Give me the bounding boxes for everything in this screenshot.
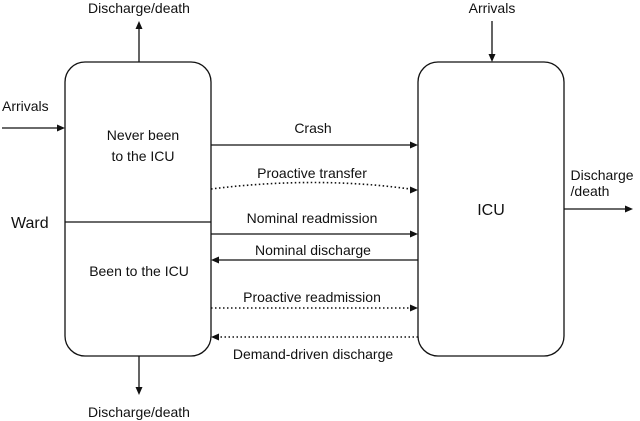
crash-arrowhead	[410, 141, 418, 149]
ward-lower-label: Been to the ICU	[89, 263, 189, 279]
ward-top-exit-label: Discharge/death	[88, 0, 190, 16]
icu-label: ICU	[477, 202, 505, 219]
ward-upper-label-line2: to the ICU	[111, 148, 174, 164]
ward-upper-label-line1: Never been	[107, 127, 179, 143]
ward-arrivals-arrowhead	[57, 124, 65, 132]
nominal-discharge-arrowhead	[211, 256, 219, 264]
ward-bottom-exit-label: Discharge/death	[88, 404, 190, 420]
demand-driven-discharge-label: Demand-driven discharge	[233, 346, 394, 362]
ward-bottom-exit-arrowhead	[135, 387, 143, 395]
demand-driven-discharge-arrowhead	[211, 333, 219, 341]
icu-exit-label-line1: Discharge	[570, 167, 633, 183]
proactive-transfer-arrow	[210, 181, 411, 190]
nominal-readmission-label: Nominal readmission	[247, 210, 378, 226]
ward-box	[64, 61, 212, 357]
icu-exit-label-line2: /death	[571, 183, 610, 199]
icu-arrivals-label: Arrivals	[469, 0, 516, 16]
icu-arrivals-arrowhead	[488, 54, 496, 62]
proactive-readmission-arrowhead	[410, 304, 418, 312]
ward-arrivals-label: Arrivals	[2, 98, 49, 114]
ward-top-exit-arrowhead	[135, 21, 143, 29]
nominal-discharge-label: Nominal discharge	[255, 242, 371, 258]
proactive-readmission-label: Proactive readmission	[243, 289, 381, 305]
icu-exit-arrowhead	[625, 205, 633, 213]
ward-label: Ward	[11, 215, 49, 232]
proactive-transfer-label: Proactive transfer	[257, 165, 367, 181]
proactive-transfer-arrowhead	[410, 186, 418, 194]
crash-label: Crash	[294, 120, 331, 136]
nominal-readmission-arrowhead	[410, 230, 418, 238]
